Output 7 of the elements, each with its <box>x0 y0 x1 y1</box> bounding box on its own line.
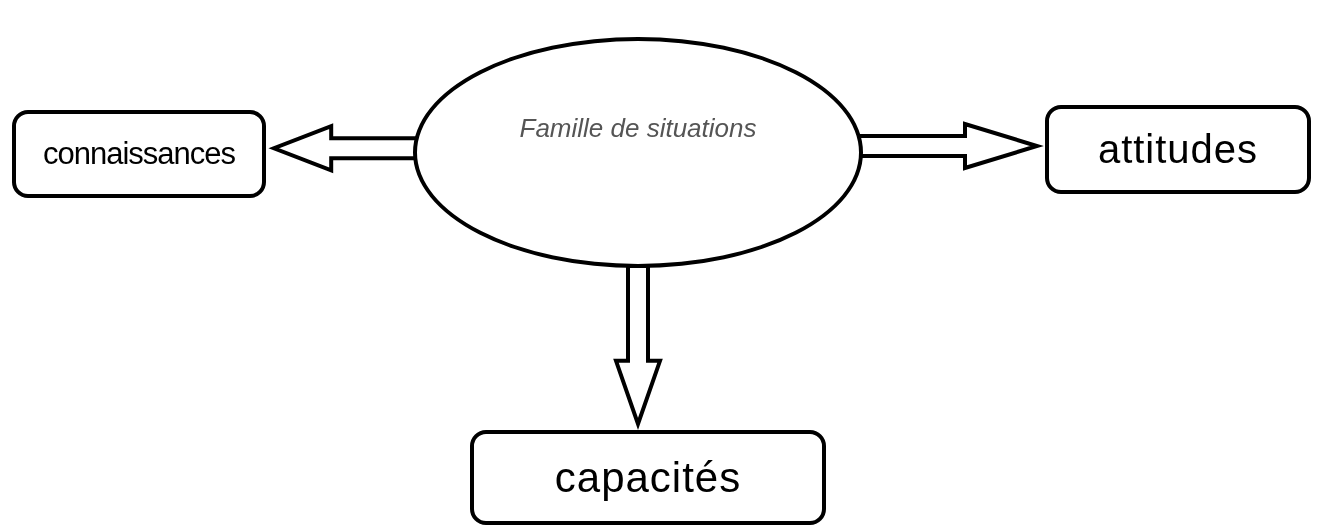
node-label: Famille de situations <box>519 113 757 144</box>
node-label: capacités <box>554 453 742 502</box>
rounded-box <box>470 430 826 525</box>
node-label: connaissances <box>42 136 236 172</box>
rounded-box <box>1045 105 1311 194</box>
rounded-box <box>12 110 266 198</box>
node-label: attitudes <box>1097 127 1259 172</box>
